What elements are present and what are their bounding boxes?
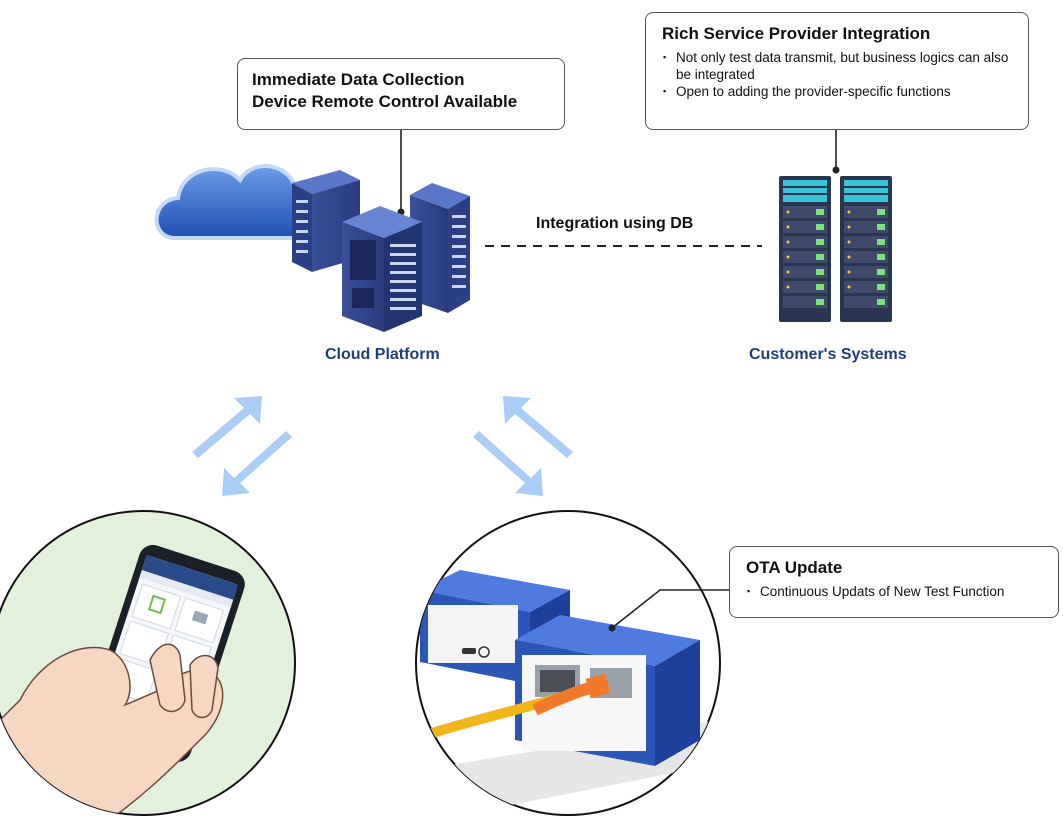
ota-update-title: OTA Update [746, 558, 843, 577]
rich-integration-bullet: Open to adding the provider-specific fun… [663, 83, 1012, 100]
ota-update-bullet: Continuous Updats of New Test Function [747, 583, 1042, 600]
rich-connector-dot [832, 166, 840, 174]
ota-update-callout: OTA Update Continuous Updats of New Test… [729, 546, 1059, 618]
rich-integration-list: Not only test data transmit, but busines… [662, 49, 1012, 100]
immediate-data-title: Immediate Data Collection [252, 70, 465, 89]
immediate-data-callout: Immediate Data Collection Device Remote … [237, 58, 565, 130]
integration-link-label: Integration using DB [536, 215, 694, 232]
customer-server-icon [779, 176, 892, 322]
cloud-platform-label: Cloud Platform [325, 346, 440, 363]
rich-integration-title: Rich Service Provider Integration [662, 24, 931, 43]
phone-in-hand-icon [0, 544, 245, 815]
cloud-server-rack-icon [292, 170, 470, 332]
ota-callout-connector [611, 589, 730, 629]
right-bidirectional-arrow-icon [473, 396, 573, 496]
ota-connector-dot [608, 624, 616, 632]
ota-update-list: Continuous Updats of New Test Function [746, 583, 1042, 600]
left-bidirectional-arrow-icon [192, 396, 292, 496]
rich-integration-callout: Rich Service Provider Integration Not on… [645, 12, 1029, 130]
rich-integration-bullet: Not only test data transmit, but busines… [663, 49, 1012, 83]
remote-control-title: Device Remote Control Available [252, 92, 518, 111]
customer-systems-label: Customer's Systems [749, 346, 907, 363]
